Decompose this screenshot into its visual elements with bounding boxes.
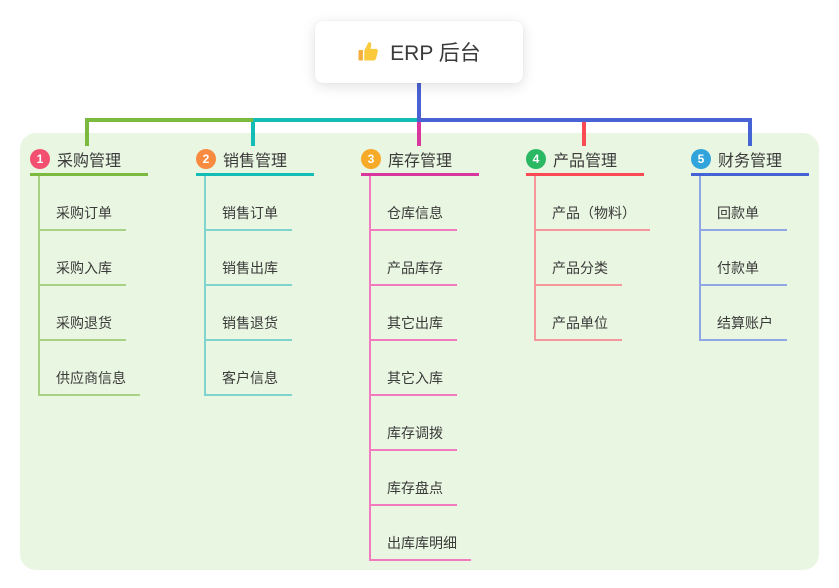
child-node[interactable]: 付款单 xyxy=(699,231,787,286)
thumbs-up-icon xyxy=(358,42,379,61)
background-panel xyxy=(20,133,819,570)
branch-spine xyxy=(534,176,536,341)
child-node[interactable]: 产品分类 xyxy=(534,231,622,286)
branch-drop-5 xyxy=(748,118,752,146)
branch-spine xyxy=(204,176,206,396)
branch-drop-3 xyxy=(417,118,421,146)
root-node[interactable]: ERP 后台 xyxy=(315,21,523,83)
child-node[interactable]: 产品（物料） xyxy=(534,176,650,231)
branch-drop-1 xyxy=(85,118,89,146)
root-connector xyxy=(417,83,421,122)
child-node[interactable]: 销售退货 xyxy=(204,286,292,341)
branch-label: 销售管理 xyxy=(223,152,288,170)
child-list: 采购订单 采购入库 采购退货 供应商信息 xyxy=(38,176,148,396)
child-node[interactable]: 出库库明细 xyxy=(369,506,471,561)
child-node[interactable]: 销售订单 xyxy=(204,176,292,231)
branch-label: 产品管理 xyxy=(553,152,618,170)
trunk-segment-green xyxy=(85,118,253,122)
branch-heading[interactable]: 3 库存管理 xyxy=(361,144,479,176)
child-node[interactable]: 结算账户 xyxy=(699,286,787,341)
child-node[interactable]: 产品单位 xyxy=(534,286,622,341)
trunk-segment-teal xyxy=(253,118,419,122)
branch-label: 财务管理 xyxy=(718,152,783,170)
child-list: 产品（物料） 产品分类 产品单位 xyxy=(534,176,650,341)
branch-number-badge: 3 xyxy=(361,148,381,169)
child-node[interactable]: 销售出库 xyxy=(204,231,292,286)
child-list: 仓库信息 产品库存 其它出库 其它入库 库存调拨 库存盘点 出库库明细 xyxy=(369,176,479,561)
branch-drop-4 xyxy=(582,118,586,146)
branch-heading[interactable]: 5 财务管理 xyxy=(691,144,809,176)
branch-number-badge: 2 xyxy=(196,148,216,169)
trunk-segment-blue xyxy=(419,118,752,122)
branch-column-product: 4 产品管理 产品（物料） 产品分类 产品单位 xyxy=(526,144,650,341)
child-node[interactable]: 仓库信息 xyxy=(369,176,457,231)
root-title: ERP 后台 xyxy=(390,42,481,65)
child-node[interactable]: 产品库存 xyxy=(369,231,457,286)
child-node[interactable]: 其它出库 xyxy=(369,286,457,341)
child-node[interactable]: 供应商信息 xyxy=(38,341,140,396)
branch-label: 库存管理 xyxy=(388,152,453,170)
child-node[interactable]: 客户信息 xyxy=(204,341,292,396)
child-node[interactable]: 其它入库 xyxy=(369,341,457,396)
child-list: 销售订单 销售出库 销售退货 客户信息 xyxy=(204,176,314,396)
branch-spine xyxy=(699,176,701,341)
child-node[interactable]: 回款单 xyxy=(699,176,787,231)
branch-heading[interactable]: 2 销售管理 xyxy=(196,144,314,176)
branch-drop-2 xyxy=(251,118,255,146)
child-node[interactable]: 采购退货 xyxy=(38,286,126,341)
branch-column-finance: 5 财务管理 回款单 付款单 结算账户 xyxy=(691,144,809,341)
branch-spine xyxy=(369,176,371,561)
child-node[interactable]: 采购订单 xyxy=(38,176,126,231)
child-node[interactable]: 采购入库 xyxy=(38,231,126,286)
branch-column-purchasing: 1 采购管理 采购订单 采购入库 采购退货 供应商信息 xyxy=(30,144,148,396)
branch-spine xyxy=(38,176,40,396)
child-node[interactable]: 库存调拨 xyxy=(369,396,457,451)
branch-heading[interactable]: 1 采购管理 xyxy=(30,144,148,176)
branch-column-inventory: 3 库存管理 仓库信息 产品库存 其它出库 其它入库 库存调拨 库存盘点 出库库… xyxy=(361,144,479,561)
branch-number-badge: 4 xyxy=(526,148,546,169)
branch-number-badge: 5 xyxy=(691,148,711,169)
branch-label: 采购管理 xyxy=(57,152,122,170)
branch-heading[interactable]: 4 产品管理 xyxy=(526,144,644,176)
child-list: 回款单 付款单 结算账户 xyxy=(699,176,809,341)
branch-column-sales: 2 销售管理 销售订单 销售出库 销售退货 客户信息 xyxy=(196,144,314,396)
child-node[interactable]: 库存盘点 xyxy=(369,451,457,506)
branch-number-badge: 1 xyxy=(30,148,50,169)
